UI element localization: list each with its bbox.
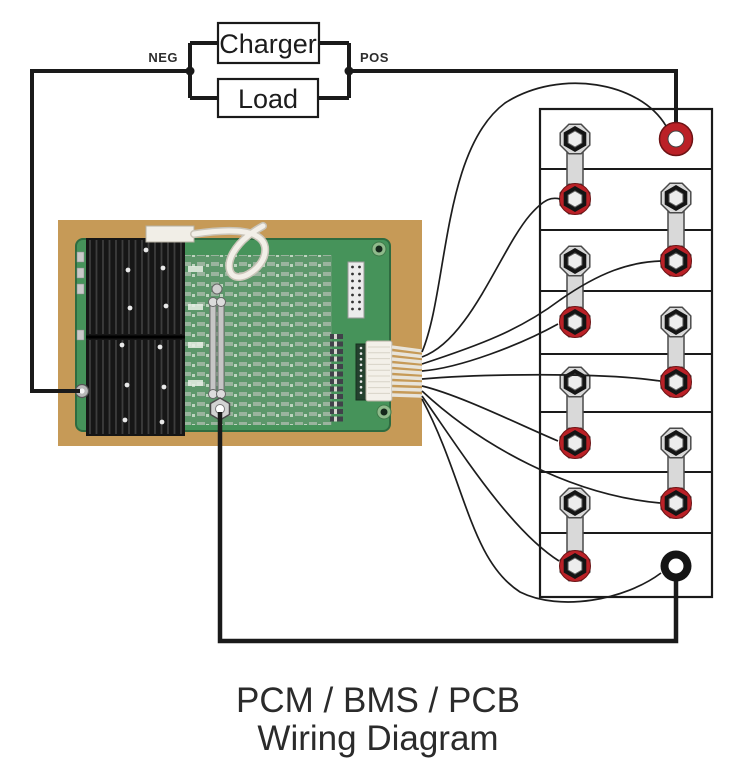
thermistor-connector: [145, 225, 195, 243]
mounting-hole-top: [371, 241, 387, 257]
load-label: Load: [238, 84, 298, 114]
heatsink-fins-top: [89, 240, 182, 334]
pack-negative-terminal: [660, 550, 692, 582]
charger-box: Charger: [216, 21, 321, 65]
pos-wire: [318, 41, 678, 127]
sense-wire-2: [421, 197, 561, 358]
board-edge-pads: [76, 251, 85, 341]
pin-header: [347, 261, 365, 319]
pos-label: POS: [360, 50, 389, 65]
heatsink: [86, 238, 185, 436]
neg-junction-dot: [185, 66, 195, 76]
heatsink-screws: [119, 247, 169, 425]
white-harness: [391, 345, 423, 398]
sense-wire-9-negative: [421, 398, 662, 603]
battery-pack: [538, 107, 714, 599]
sense-wires: [421, 82, 667, 603]
pos-junction-dot: [344, 66, 354, 76]
sense-wire-1-positive: [421, 82, 667, 353]
pack-negative-pad: [74, 383, 90, 399]
center-connector: [208, 283, 226, 399]
load-box: Load: [216, 77, 320, 119]
mounting-hole-bottom: [376, 404, 392, 420]
sense-wire-3: [421, 260, 662, 365]
caption-line2: Wiring Diagram: [257, 719, 498, 758]
neg-label: NEG: [148, 50, 178, 65]
pack-positive-terminal: [658, 121, 694, 157]
sense-wire-5: [421, 373, 661, 382]
sense-wire-8: [421, 395, 560, 562]
sense-wire-6: [421, 385, 559, 442]
cable-loop: [191, 223, 268, 280]
resistor-column: [330, 334, 343, 422]
caption-line1: PCM / BMS / PCB: [236, 681, 520, 720]
b-minus-wire: [217, 412, 679, 644]
heatsink-fins-bottom: [89, 340, 182, 434]
balance-connector: [355, 340, 393, 402]
pcb-photo: [58, 220, 423, 446]
silkscreen-marks: [188, 266, 203, 386]
charger-label: Charger: [219, 29, 317, 59]
caption: PCM / BMS / PCB Wiring Diagram: [236, 681, 520, 758]
sense-wire-7: [421, 390, 661, 504]
sense-wire-4: [421, 323, 559, 372]
